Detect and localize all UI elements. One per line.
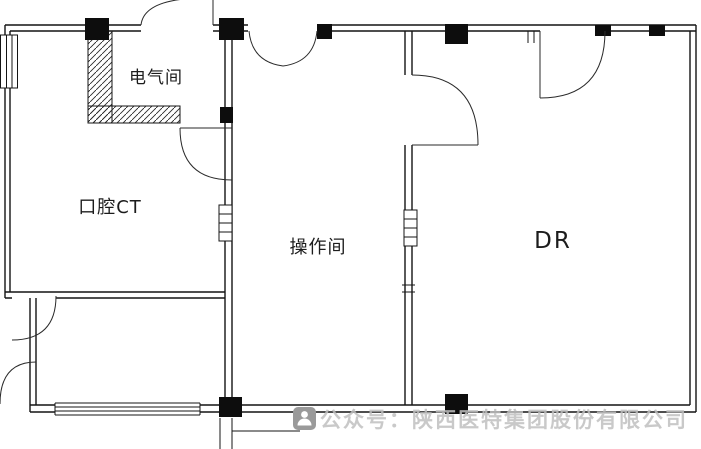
- column-marker: [445, 394, 468, 414]
- interior-wall-operation-dr: [404, 31, 413, 405]
- room-label-dr: DR: [534, 228, 572, 254]
- column-marker: [317, 24, 332, 39]
- watermark-text-right: 医特集团股份有限公司: [458, 408, 688, 432]
- column-marker: [85, 18, 109, 40]
- column-markers: [85, 18, 665, 417]
- column-marker: [219, 397, 242, 417]
- watermark-text-left: 公众号：陕西: [320, 408, 458, 432]
- column-marker: [219, 18, 244, 40]
- door-swing-bottom-left-corner: [0, 361, 37, 405]
- wall-window-operation-dr: [403, 209, 418, 247]
- door-swing-ct-lower: [11, 295, 57, 341]
- door-swing-double-entrance: [248, 30, 318, 67]
- room-label-dental-ct: 口腔CT: [78, 197, 142, 218]
- window-left-wall: [0, 34, 18, 89]
- door-swing-dr-top: [539, 30, 606, 99]
- column-marker: [649, 25, 665, 36]
- door-swing-electrical-room: [179, 127, 233, 181]
- watermark: 公众号：陕西 医特集团股份有限公司: [293, 407, 688, 432]
- wechat-official-account-icon: [293, 407, 316, 430]
- door-swing-top-left: [140, 0, 214, 26]
- below-plinth-lines: [219, 418, 300, 449]
- door-swing-operation-dr: [411, 74, 479, 146]
- window-bottom-wall: [54, 401, 201, 417]
- room-label-electrical: 电气间: [129, 68, 183, 88]
- column-marker: [445, 24, 468, 44]
- column-marker: [595, 25, 611, 36]
- wall-window-ct-operation: [218, 204, 233, 242]
- room-label-operation: 操作间: [290, 237, 347, 258]
- wall-tick-marks: [402, 31, 535, 293]
